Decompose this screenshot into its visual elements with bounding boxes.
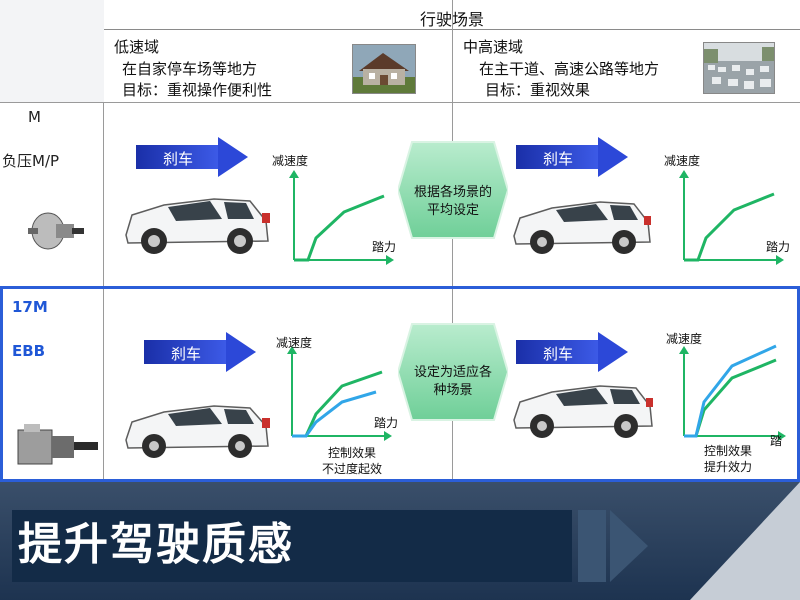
graph-ylabel: 减速度 bbox=[664, 154, 701, 168]
graph-ylabel: 减速度 bbox=[272, 154, 309, 168]
center-badge-line1: 设定为适应各 bbox=[413, 365, 492, 380]
row1-label-bottom: 负压M/P bbox=[2, 152, 60, 170]
brake-arrow: 刹车 bbox=[144, 332, 256, 372]
scene-line1: 在主干道、高速公路等地方 bbox=[479, 60, 660, 78]
row1-label-top: M bbox=[28, 108, 41, 126]
row2-label-bottom: EBB bbox=[12, 342, 46, 360]
row2-label-top: 17M bbox=[12, 298, 48, 316]
graph-xlabel: 踏 bbox=[770, 434, 783, 448]
center-badge-line2: 平均设定 bbox=[426, 203, 479, 218]
brake-arrow: 刹车 bbox=[516, 137, 628, 177]
graph-xlabel: 踏力 bbox=[372, 240, 397, 254]
banner-accent-bar bbox=[578, 510, 606, 582]
suv-image bbox=[513, 201, 651, 254]
center-badge-text: 设定为适应各 种场景 bbox=[412, 364, 494, 400]
scene-line2: 目标：重视效果 bbox=[485, 81, 591, 99]
corner-stripe bbox=[690, 482, 800, 600]
center-badge-line2: 种场景 bbox=[433, 383, 473, 398]
brake-arrow: 刹车 bbox=[136, 137, 248, 177]
brake-arrow-label: 刹车 bbox=[170, 345, 201, 363]
graph-note-line2: 不过度起效 bbox=[322, 462, 383, 476]
graph-note-line1: 控制效果 bbox=[704, 444, 753, 458]
scene-mid-high-speed: 中高速域 在主干道、高速公路等地方 目标：重视效果 bbox=[453, 30, 800, 103]
scene-title: 中高速域 bbox=[463, 38, 524, 56]
left-header-blank bbox=[0, 0, 104, 103]
scene-line2: 目标：重视操作便利性 bbox=[122, 81, 273, 99]
banner-chevron-icon bbox=[610, 510, 648, 582]
graph-xlabel: 踏力 bbox=[374, 416, 399, 430]
vacuum-booster-image bbox=[28, 212, 84, 250]
column-divider bbox=[452, 0, 453, 482]
brake-arrow-label: 刹车 bbox=[542, 150, 573, 168]
brake-arrow: 刹车 bbox=[516, 332, 628, 372]
braking-graph bbox=[679, 344, 786, 441]
graph-ylabel: 减速度 bbox=[276, 336, 313, 350]
house-image bbox=[352, 44, 416, 94]
braking-graph bbox=[289, 170, 394, 265]
center-badge-line1: 根据各场景的 bbox=[413, 185, 492, 200]
banner-title: 提升驾驶质感 bbox=[18, 519, 294, 570]
scene-low-speed: 低速域 在自家停车场等地方 目标：重视操作便利性 bbox=[104, 30, 452, 103]
graph-note-line1: 控制效果 bbox=[328, 446, 377, 460]
braking-graph bbox=[287, 346, 392, 441]
brake-arrow-label: 刹车 bbox=[162, 150, 193, 168]
graph-xlabel: 踏力 bbox=[766, 240, 791, 254]
scene-line1: 在自家停车场等地方 bbox=[122, 60, 258, 78]
scene-title: 低速域 bbox=[114, 38, 160, 56]
highway-image bbox=[703, 42, 775, 94]
banner-bar bbox=[12, 510, 572, 582]
graph-ylabel: 减速度 bbox=[666, 332, 703, 346]
ebb-row-frame bbox=[0, 286, 800, 482]
left-column bbox=[0, 0, 104, 482]
suv-image bbox=[513, 385, 653, 438]
center-badge-text: 根据各场景的 平均设定 bbox=[412, 184, 494, 220]
center-badge-shape bbox=[398, 323, 508, 421]
braking-graph bbox=[679, 170, 784, 265]
suv-image bbox=[125, 405, 270, 458]
ebb-unit-image bbox=[17, 424, 98, 465]
graph-note-line2: 提升效力 bbox=[704, 460, 753, 474]
brake-arrow-label: 刹车 bbox=[542, 345, 573, 363]
header-title: 行驶场景 bbox=[419, 10, 484, 29]
suv-image bbox=[125, 198, 270, 254]
center-badge-shape bbox=[398, 141, 508, 239]
